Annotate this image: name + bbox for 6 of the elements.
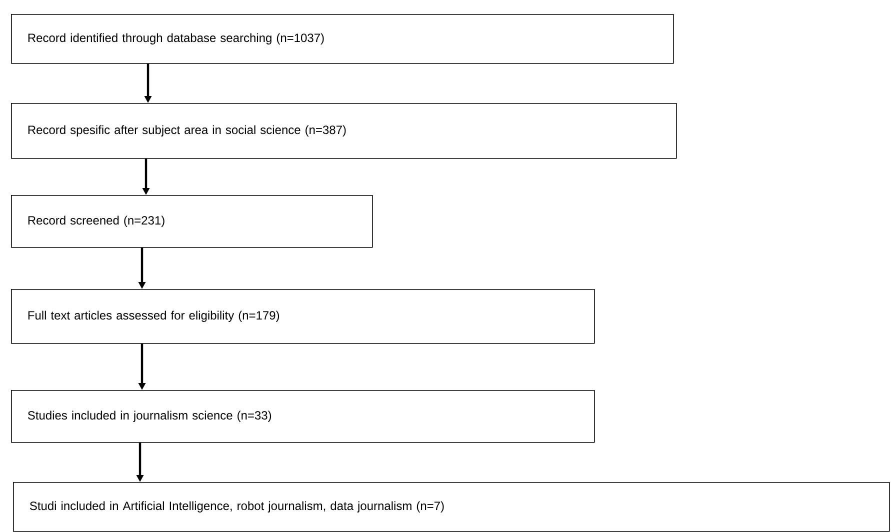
process-box: Studi included in Artificial Intelligence, robot journalism, data journalism (n=7) <box>13 482 890 532</box>
process-box: Record identified through database searching (n=1037) <box>11 14 674 64</box>
process-box: Full text articles assessed for eligibility (n=179) <box>11 288 595 344</box>
process-box: Record spesific after subject area in social science (n=387) <box>11 103 677 159</box>
process-box: Studies included in journalism science (n=33) <box>11 390 595 443</box>
process-box: Record screened (n=231) <box>11 194 373 248</box>
